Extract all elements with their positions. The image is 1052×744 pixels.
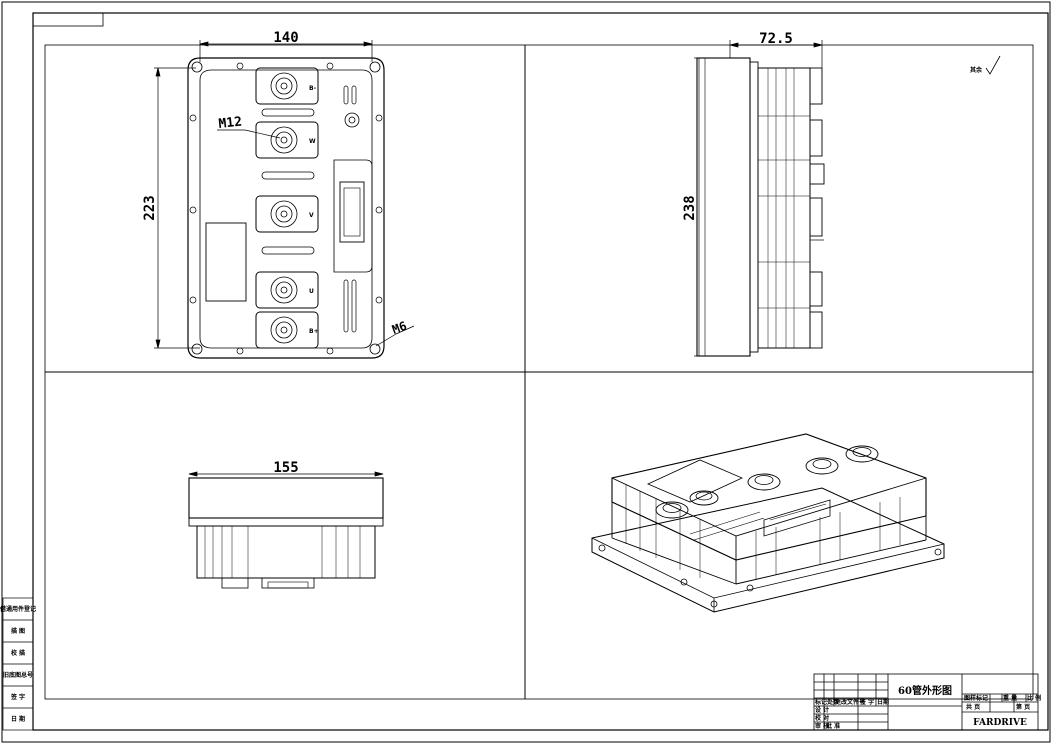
dimension-line-top-width [199, 40, 373, 62]
dimension-top-height: 223 [142, 195, 158, 220]
title-block-right-header: 比 例 [1027, 694, 1041, 702]
left-strip-cell: 签 字 [10, 693, 25, 701]
title-block-role-cell: 审 核 [815, 722, 829, 730]
left-strip-table: 借通用件登记 描 图 校 描 旧底图总号 签 字 日 期 [0, 597, 36, 731]
drawing-title: 60管外形图 [898, 684, 952, 697]
top-view [187, 57, 385, 359]
title-block-header-cell: 更改文件号 [835, 698, 865, 706]
dimension-line-side-depth [729, 40, 823, 68]
surface-finish-symbol [985, 55, 1001, 75]
title-block-header-cell: 日期 [877, 698, 889, 706]
front-view [188, 477, 384, 589]
title-block-right-header: 重 量 [1003, 694, 1017, 702]
title-block-role-cell: 校 对 [815, 714, 829, 722]
left-strip-cell: 校 描 [11, 649, 25, 657]
side-view [696, 57, 825, 357]
dimension-front-width: 155 [273, 460, 298, 476]
terminal-label-u: U [309, 288, 314, 295]
dimension-side-depth: 72.5 [759, 31, 793, 47]
dimension-side-height: 238 [682, 195, 698, 220]
dimension-line-side-height [694, 57, 700, 357]
left-strip-cell: 借通用件登记 [0, 605, 36, 613]
title-block-right-mid: 第 页 [1015, 703, 1030, 711]
isometric-view [591, 433, 945, 613]
title-block-role-cell: 设 计 [815, 706, 829, 714]
title-block-header-cell: 标记处数 [814, 698, 840, 706]
title-block-right-header: 图样标记 [964, 694, 988, 702]
title-block-header-cell: 签 字 [859, 698, 874, 706]
left-strip-cell: 日 期 [11, 715, 25, 723]
surface-finish-note: 其余 [970, 66, 983, 74]
terminal-label-v: V [309, 212, 314, 219]
dimension-line-top-height [154, 67, 200, 349]
title-block-role-cell: 批 准 [826, 722, 840, 730]
callout-m12: M12 [218, 115, 243, 132]
callout-m6: M6 [390, 319, 408, 337]
company-name: FARDRIVE [973, 718, 1027, 728]
dimension-line-front-width [188, 471, 384, 477]
callout-leader-m6 [375, 325, 415, 347]
title-block [813, 673, 1039, 731]
dimension-top-width: 140 [273, 30, 298, 46]
left-strip-cell: 旧底图总号 [3, 671, 33, 679]
terminal-label-b-minus: B- [309, 85, 317, 92]
left-strip-cell: 描 图 [11, 627, 25, 635]
terminal-label-b-plus: B+ [309, 328, 319, 335]
callout-leader-m12 [217, 129, 281, 139]
terminal-label-w: W [309, 138, 316, 145]
title-block-right-mid: 共 页 [966, 703, 980, 711]
